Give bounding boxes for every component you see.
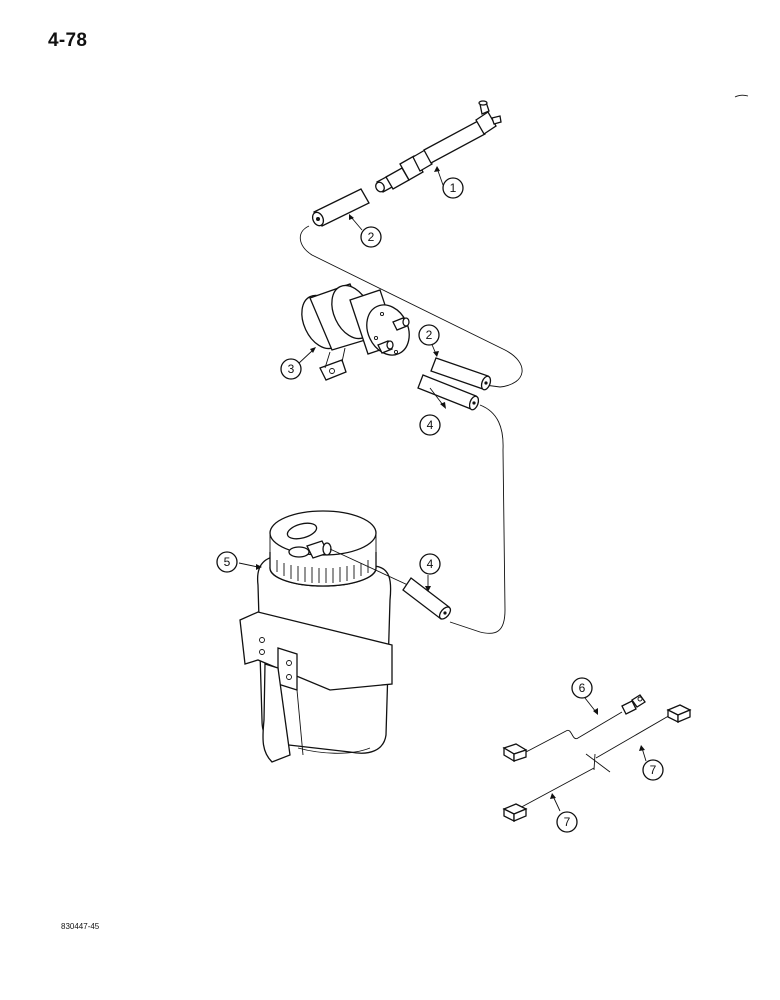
svg-text:2: 2 (368, 230, 375, 244)
svg-text:7: 7 (564, 815, 571, 829)
harness-7a (595, 704, 692, 759)
svg-text:4: 4 (427, 557, 434, 571)
hose-line-4 (449, 404, 506, 634)
leaders (238, 166, 647, 812)
callout-5: 5 (216, 551, 238, 573)
callout-7b: 7 (556, 811, 578, 833)
scan-mark (734, 94, 749, 98)
svg-text:7: 7 (650, 763, 657, 777)
pump-part (301, 283, 410, 381)
callout-4a: 4 (419, 414, 441, 436)
harness-7b (502, 753, 611, 823)
hose-4b (402, 577, 452, 620)
callout-3: 3 (280, 358, 302, 380)
hose-line-2 (299, 225, 523, 388)
callout-2b: 2 (418, 324, 440, 346)
hose-2b (430, 357, 492, 391)
callout-2a: 2 (360, 226, 382, 248)
svg-text:6: 6 (579, 681, 586, 695)
svg-text:4: 4 (427, 418, 434, 432)
figure-code: 830447-45 (61, 922, 100, 931)
hose-4a (417, 374, 480, 411)
callout-7a: 7 (642, 759, 664, 781)
callout-4b: 4 (419, 553, 441, 575)
hose-2a (311, 188, 370, 227)
svg-text:5: 5 (224, 555, 231, 569)
svg-text:3: 3 (288, 362, 295, 376)
nozzle-part (375, 100, 502, 193)
svg-text:2: 2 (426, 328, 433, 342)
callout-1: 1 (442, 177, 464, 199)
svg-text:1: 1 (450, 181, 457, 195)
page-number: 4-78 (48, 30, 88, 51)
harness-6 (502, 694, 646, 763)
callout-6: 6 (571, 677, 593, 699)
reservoir-part (239, 510, 393, 763)
